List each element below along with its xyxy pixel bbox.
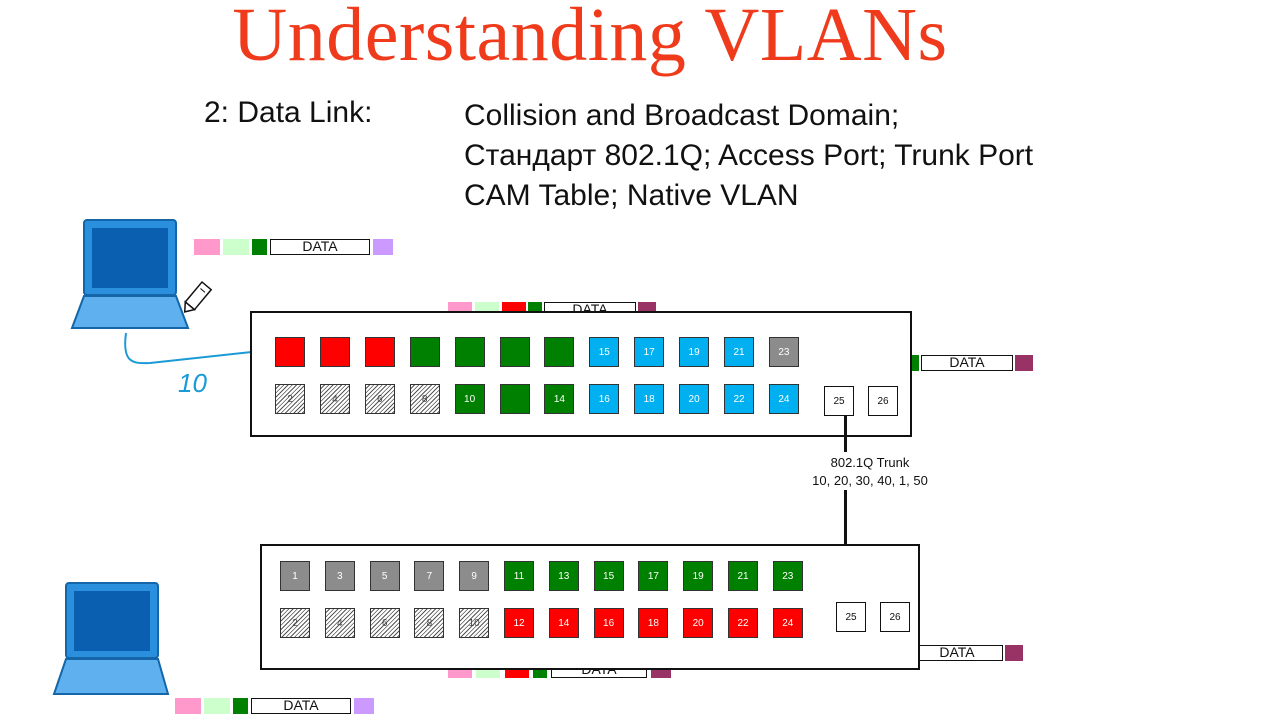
switch-port[interactable]: 1 (280, 561, 310, 591)
frame-field (233, 698, 248, 714)
switch-bottom-uplink-port[interactable]: 25 (836, 602, 866, 632)
layer-topics: Collision and Broadcast Domain; Стандарт… (464, 96, 1033, 216)
switch-port[interactable]: 10 (459, 608, 490, 638)
switch-bottom-uplink-port[interactable]: 26 (880, 602, 910, 632)
frame-fcs (373, 239, 393, 255)
access-cable (124, 332, 271, 365)
frame-data: DATA (911, 645, 1003, 661)
topic-line-2: Стандарт 802.1Q; Access Port; Trunk Port (464, 139, 1034, 172)
switch-top-uplink-port[interactable]: 26 (868, 386, 898, 416)
switch-port[interactable]: 19 (679, 337, 710, 367)
pencil-cursor-icon (183, 280, 213, 313)
frame-data: DATA (270, 239, 370, 255)
switch-port[interactable] (409, 337, 440, 367)
switch-port[interactable]: 4 (324, 608, 355, 638)
switch-port[interactable]: 13 (548, 561, 579, 591)
switch-port[interactable]: 14 (544, 384, 575, 414)
laptop-top-icon (70, 219, 190, 329)
switch-port[interactable]: 23 (772, 561, 803, 591)
switch-port[interactable]: 22 (724, 384, 754, 414)
switch-port[interactable]: 22 (728, 608, 758, 638)
switch-port[interactable]: 16 (593, 608, 624, 638)
frame-data: DATA (251, 698, 351, 714)
switch-port[interactable]: 12 (504, 608, 534, 638)
switch-port[interactable]: 24 (772, 608, 803, 638)
frame-field (252, 239, 267, 255)
switch-port[interactable]: 18 (634, 384, 665, 414)
frame-field (194, 239, 220, 255)
trunk-link-upper (844, 416, 847, 452)
frame-field (204, 698, 230, 714)
switch-port[interactable] (499, 337, 530, 367)
switch-port[interactable]: 6 (364, 384, 395, 414)
switch-port[interactable]: 5 (369, 561, 400, 591)
layer-label: 2: Data Link: (204, 96, 373, 129)
switch-port[interactable] (499, 384, 530, 414)
frame-field (175, 698, 201, 714)
frame-data: DATA (921, 355, 1013, 371)
switch-port[interactable]: 11 (504, 561, 534, 591)
topic-line-1: Collision and Broadcast Domain; (464, 99, 900, 132)
switch-port[interactable]: 20 (683, 608, 714, 638)
switch-port[interactable]: 23 (768, 337, 799, 367)
switch-port[interactable]: 20 (679, 384, 710, 414)
switch-port[interactable]: 15 (589, 337, 620, 367)
frame-field (223, 239, 249, 255)
switch-port[interactable]: 3 (324, 561, 355, 591)
switch-port[interactable]: 8 (414, 608, 445, 638)
switch-port[interactable]: 4 (319, 384, 350, 414)
switch-top-uplink-port[interactable]: 25 (824, 386, 854, 416)
vlan-annotation: 10 (178, 368, 207, 398)
switch-port[interactable]: 21 (724, 337, 754, 367)
switch-port[interactable]: 2 (280, 608, 310, 638)
frame-fcs (1005, 645, 1023, 661)
switch-port[interactable] (544, 337, 575, 367)
switch-port[interactable]: 17 (638, 561, 669, 591)
switch-port[interactable] (454, 337, 485, 367)
switch-port[interactable]: 17 (634, 337, 665, 367)
switch-port[interactable]: 10 (454, 384, 485, 414)
trunk-label-vlans: 10, 20, 30, 40, 1, 50 (812, 473, 928, 488)
switch-port[interactable]: 18 (638, 608, 669, 638)
switch-port[interactable] (319, 337, 350, 367)
switch-port[interactable]: 9 (459, 561, 490, 591)
topic-line-3: CAM Table; Native VLAN (464, 179, 799, 212)
switch-port[interactable]: 2 (275, 384, 305, 414)
switch-port[interactable]: 24 (768, 384, 799, 414)
switch-port[interactable] (275, 337, 305, 367)
switch-port[interactable]: 6 (369, 608, 400, 638)
laptop-bottom-icon (52, 582, 170, 695)
frame-fcs (1015, 355, 1033, 371)
switch-port[interactable]: 14 (548, 608, 579, 638)
switch-port[interactable]: 19 (683, 561, 714, 591)
switch-port[interactable]: 21 (728, 561, 758, 591)
frame-fcs (354, 698, 374, 714)
switch-port[interactable]: 15 (593, 561, 624, 591)
switch-port[interactable]: 8 (409, 384, 440, 414)
trunk-label: 802.1Q Trunk 10, 20, 30, 40, 1, 50 (790, 454, 950, 490)
switch-port[interactable]: 16 (589, 384, 620, 414)
switch-port[interactable]: 7 (414, 561, 445, 591)
switch-port[interactable] (364, 337, 395, 367)
trunk-label-title: 802.1Q Trunk (830, 455, 910, 470)
page-title: Understanding VLANs (232, 0, 948, 77)
